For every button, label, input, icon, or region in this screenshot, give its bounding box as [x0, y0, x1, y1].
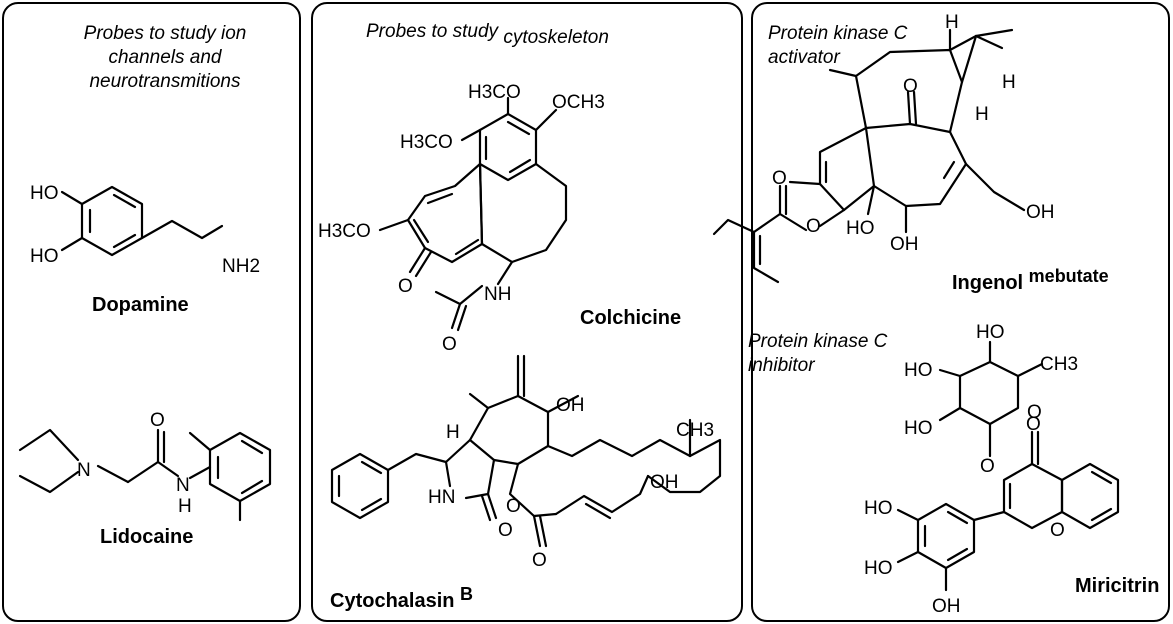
- panel-ion-channels: [2, 2, 301, 622]
- atom-oh-ingenol-1: OH: [890, 234, 919, 255]
- atom-ho-sugar-top: HO: [976, 322, 1005, 343]
- panel-protein-kinase-c: [751, 2, 1170, 622]
- lidocaine-benzene-ring: [208, 431, 272, 503]
- caption-ion-channels: Probes to study ion channels and neurotr…: [83, 23, 247, 92]
- atom-o-sugar-ring: O: [1027, 402, 1042, 423]
- atom-h3co-ring-c: H3CO: [318, 221, 371, 242]
- colchicine-ring-a: [478, 112, 538, 182]
- atom-oh-gallol-3: OH: [932, 596, 961, 617]
- panel-cytoskeleton: [311, 2, 743, 622]
- atom-o-ester: O: [506, 496, 521, 517]
- atom-oh-macrolide: OH: [650, 472, 679, 493]
- colchicine-ring-b: [480, 162, 568, 264]
- atom-ho-ingenol: HO: [846, 218, 875, 239]
- atom-o-lactam: O: [498, 520, 513, 541]
- atom-h-mid: H: [975, 104, 989, 125]
- atom-o-tropolone: O: [398, 276, 413, 297]
- atom-n-amine: N: [77, 460, 91, 481]
- atom-o-acetyl: O: [442, 334, 457, 355]
- cytochalasin-phenyl-ring: [330, 452, 390, 520]
- atom-o-ketone: O: [903, 76, 918, 97]
- caption-cytoskeleton: Probes to study cytoskeleton: [366, 21, 609, 48]
- compound-name-cytochalasin-b: Cytochalasin B: [330, 584, 474, 612]
- atom-ho-gallol-1: HO: [864, 498, 893, 519]
- miricitrin-pyrogallol-ring: [916, 502, 976, 570]
- compound-name-ingenol-mebutate: Ingenol mebutate: [952, 266, 1109, 294]
- atom-o-carbonyl: O: [532, 550, 547, 571]
- atom-ho-1: HO: [30, 183, 59, 204]
- atom-o-ketone-chromone: O: [1026, 414, 1041, 435]
- compound-name-miricitrin: Miricitrin: [1075, 575, 1160, 597]
- atom-ho-sugar-bottom: HO: [904, 418, 933, 439]
- structure-colchicine: H3CO OCH3 H3CO H3CO O NH O: [318, 82, 605, 355]
- atom-o-ester-link: O: [806, 216, 821, 237]
- structure-ingenol-mebutate: H O H H O O HO OH OH: [712, 12, 1055, 284]
- atom-oh-top: OH: [556, 395, 585, 416]
- atom-ho-2: HO: [30, 246, 59, 267]
- structure-miricitrin: HO HO CH3 HO O O O O HO HO OH: [864, 322, 1120, 617]
- atom-o-pyran: O: [1050, 520, 1065, 541]
- atom-h3co-top: H3CO: [468, 82, 521, 103]
- compound-name-colchicine: Colchicine: [580, 307, 682, 329]
- atom-hn: HN: [428, 487, 455, 508]
- structure-dopamine: HO HO NH2: [30, 183, 260, 277]
- atom-o-carbonyl-ester: O: [772, 168, 787, 189]
- atom-och3: OCH3: [552, 92, 605, 113]
- atom-n-amide: N: [176, 475, 190, 496]
- atom-o-glycoside: O: [980, 456, 995, 477]
- caption-pkc-activator: Protein kinase C activator: [768, 23, 908, 68]
- atom-ho-gallol-2: HO: [864, 558, 893, 579]
- structure-cytochalasin-b: OH CH3 H HN O O OH O: [330, 354, 722, 571]
- miricitrin-sugar-ring: [958, 360, 1020, 426]
- atom-oh-ingenol-2: OH: [1026, 202, 1055, 223]
- atom-h-top: H: [945, 12, 959, 33]
- atom-nh: NH: [484, 284, 511, 305]
- compound-name-dopamine: Dopamine: [92, 294, 189, 316]
- atom-h3co-mid: H3CO: [400, 132, 453, 153]
- atom-ch3-sugar: CH3: [1040, 354, 1078, 375]
- atom-o-amide: O: [150, 410, 165, 431]
- atom-nh2: NH2: [222, 256, 260, 277]
- compound-name-lidocaine: Lidocaine: [100, 526, 194, 548]
- atom-ch3: CH3: [676, 420, 714, 441]
- ingenol-cyclopentene: [818, 126, 876, 212]
- miricitrin-pyranone-ring: [1002, 462, 1064, 530]
- caption-pkc-inhibitor: Protein kinase C inhibitor: [748, 331, 888, 376]
- structure-lidocaine: N O N H: [18, 410, 272, 522]
- miricitrin-benzo-ring: [1060, 462, 1120, 530]
- atom-ho-sugar-left: HO: [904, 360, 933, 381]
- colchicine-ring-c: [406, 162, 484, 264]
- atom-h-right: H: [1002, 72, 1016, 93]
- atom-h: H: [446, 422, 460, 443]
- atom-h-amide: H: [178, 496, 192, 517]
